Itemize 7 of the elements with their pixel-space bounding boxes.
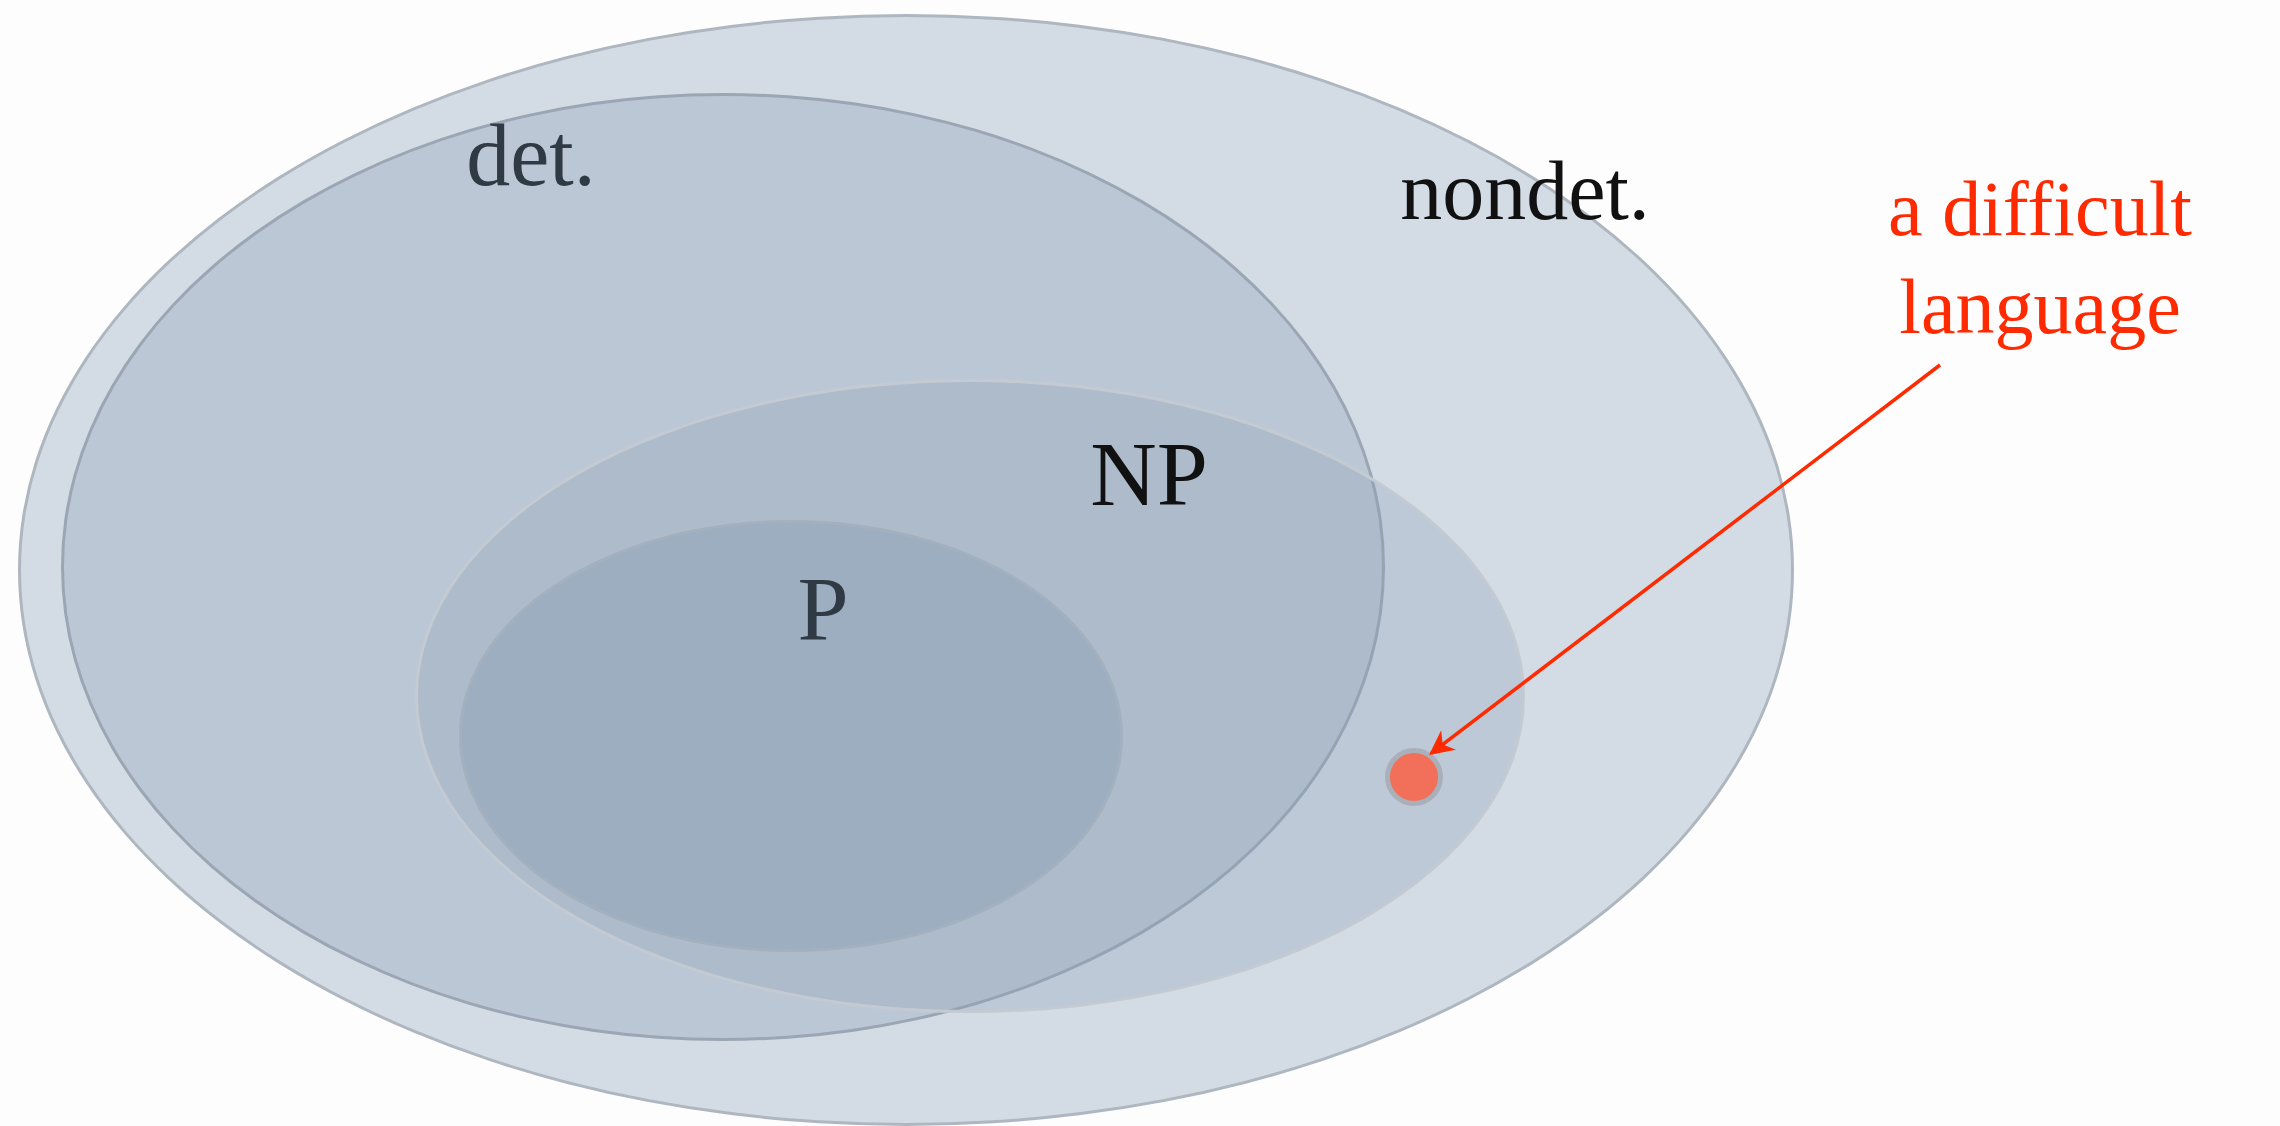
language-dot bbox=[1385, 748, 1443, 806]
set-label: nondet. bbox=[1400, 149, 1650, 233]
set-label: det. bbox=[466, 112, 596, 200]
set-label: NP bbox=[1090, 428, 1208, 520]
set-label: P bbox=[797, 563, 849, 655]
arrow bbox=[1429, 363, 1942, 755]
callout-label: a difficult language bbox=[1887, 164, 2193, 352]
